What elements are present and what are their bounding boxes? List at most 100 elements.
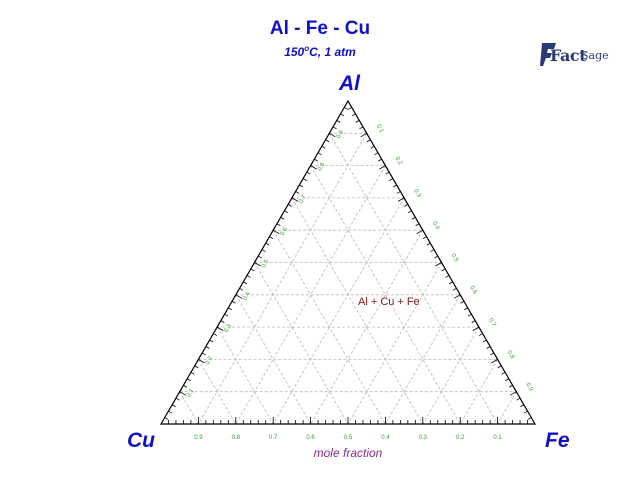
axis-unit-label: mole fraction xyxy=(313,446,383,460)
left-edge-tick xyxy=(209,339,214,343)
left-edge-tick xyxy=(310,165,317,170)
left-edge-tick xyxy=(340,113,345,117)
left-tick-label: 0.2 xyxy=(205,355,215,366)
right-edge-tick xyxy=(449,281,453,285)
right-edge-tick xyxy=(411,216,416,220)
bottom-tick-label: 0.2 xyxy=(456,435,465,441)
left-edge-tick xyxy=(269,236,274,240)
grid-line xyxy=(291,197,424,425)
right-edge-tick xyxy=(389,178,394,181)
left-edge-tick xyxy=(205,346,210,349)
left-edge-tick xyxy=(250,268,255,272)
left-edge-tick xyxy=(332,126,337,130)
left-tick-label: 0.1 xyxy=(186,388,196,399)
degree-symbol: o xyxy=(304,44,310,53)
bottom-tick-label: 0.1 xyxy=(493,435,502,441)
grid-line xyxy=(198,133,368,425)
left-tick-label: 0.8 xyxy=(317,161,327,172)
diagram-title: Al - Fe - Cu xyxy=(269,18,371,39)
left-edge-tick xyxy=(287,204,292,207)
factsage-logo-icon xyxy=(540,43,556,66)
right-edge-tick xyxy=(486,346,491,349)
left-edge-tick xyxy=(220,320,225,323)
right-edge-tick xyxy=(501,371,506,375)
logo-sage: Sage xyxy=(581,49,609,62)
right-edge-tick xyxy=(377,158,382,162)
right-edge-tick xyxy=(379,165,386,170)
left-edge-tick xyxy=(172,404,176,407)
right-edge-tick xyxy=(370,145,375,149)
grid-line xyxy=(254,262,349,425)
left-edge-tick xyxy=(336,120,341,123)
vertex-label-cu: Cu xyxy=(127,429,155,452)
right-tick-label: 0.8 xyxy=(506,350,516,361)
bottom-tick-label: 0.4 xyxy=(381,435,390,441)
triangle-frame xyxy=(159,99,537,425)
grid-line xyxy=(198,359,237,425)
right-edge-tick xyxy=(422,236,427,240)
bottom-tick-label: 0.7 xyxy=(269,435,278,441)
right-tick-label: 0.1 xyxy=(375,124,385,135)
left-tick-label: 0.4 xyxy=(242,291,252,302)
left-edge-tick xyxy=(190,371,195,375)
right-tick-label: 0.6 xyxy=(468,285,478,296)
left-edge-tick xyxy=(239,287,244,291)
right-edge-tick xyxy=(392,184,397,188)
right-edge-tick xyxy=(460,300,465,304)
left-edge-tick xyxy=(344,107,348,110)
right-tick-label: 0.4 xyxy=(431,221,441,232)
left-edge-tick xyxy=(276,223,281,227)
left-edge-tick xyxy=(321,145,326,149)
left-tick-label: 0.5 xyxy=(261,258,271,269)
left-edge-tick xyxy=(284,210,289,214)
grid-line xyxy=(497,391,517,425)
left-edge-tick xyxy=(325,139,330,143)
right-edge-tick xyxy=(397,197,405,202)
diagram-subtitle: 150oC, 1 atm xyxy=(0,44,640,59)
temperature-value: 150 xyxy=(284,45,305,59)
grid-line xyxy=(216,326,274,425)
right-edge-tick xyxy=(472,326,480,331)
tick-labels: 0.10.10.10.20.20.20.30.30.30.40.40.40.50… xyxy=(186,124,534,441)
right-edge-tick xyxy=(497,365,502,369)
left-edge-tick xyxy=(261,249,266,252)
grid-lines xyxy=(179,132,517,425)
right-edge-tick xyxy=(355,120,360,123)
right-edge-tick xyxy=(426,242,431,246)
bottom-tick-label: 0.3 xyxy=(419,435,428,441)
right-edge-tick xyxy=(491,359,498,364)
right-edge-tick xyxy=(430,249,435,252)
right-edge-tick xyxy=(366,139,371,143)
grid-line xyxy=(272,197,405,425)
left-edge-tick xyxy=(168,410,173,414)
right-edge-tick xyxy=(351,113,356,117)
grid-line xyxy=(328,133,498,425)
right-tick-label: 0.9 xyxy=(524,382,534,393)
right-edge-tick xyxy=(467,313,472,317)
right-tick-label: 0.7 xyxy=(487,317,497,328)
right-edge-tick xyxy=(435,262,442,267)
right-tick-label: 0.5 xyxy=(450,253,460,264)
phase-region-label: Al + Cu + Fe xyxy=(358,296,420,308)
left-edge-tick xyxy=(265,242,270,246)
right-edge-tick xyxy=(478,333,483,336)
left-edge-tick xyxy=(243,281,247,285)
left-edge-tick xyxy=(198,359,205,364)
bottom-tick-label: 0.8 xyxy=(232,435,241,441)
left-edge-tick xyxy=(194,365,199,369)
right-edge-tick xyxy=(516,397,521,401)
vertex-label-al: Al xyxy=(339,72,360,95)
right-edge-tick xyxy=(416,229,423,235)
right-edge-tick xyxy=(527,417,532,420)
grid-line xyxy=(179,391,199,425)
right-edge-tick xyxy=(407,210,412,214)
left-edge-tick xyxy=(291,197,299,202)
right-edge-tick xyxy=(464,307,468,311)
vertex-label-fe: Fe xyxy=(545,429,570,452)
triangle-outline xyxy=(159,99,537,425)
grid-line xyxy=(422,326,480,425)
left-tick-label: 0.9 xyxy=(336,129,346,140)
left-edge-tick xyxy=(273,229,280,235)
left-edge-tick xyxy=(314,158,319,162)
